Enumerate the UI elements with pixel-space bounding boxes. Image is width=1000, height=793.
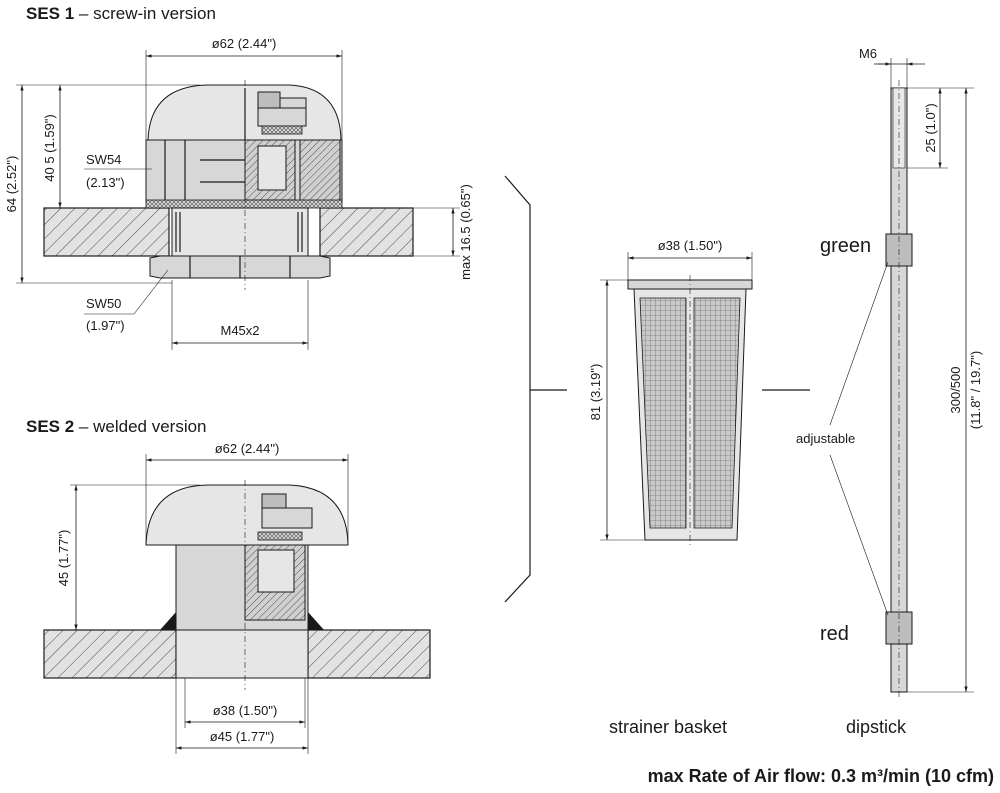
ses2-title-rest: – welded version [74, 417, 206, 436]
strainer-caption: strainer basket [609, 717, 727, 737]
ses2-weld-left [160, 612, 176, 630]
strainer-mesh-right [693, 297, 741, 529]
ses2-weld-right [308, 612, 324, 630]
strainer-drawing: ø38 (1.50") 81 (3.19") strainer basket [588, 238, 753, 737]
ses1-tank-wall-right [319, 207, 414, 257]
dipstick-caption: dipstick [846, 717, 907, 737]
ses2-neck [175, 629, 309, 679]
ses2-drawing: SES 2 – welded version ø62 (2.44") 45 (1… [26, 417, 431, 754]
ses1-thread [171, 207, 309, 257]
ses1-title: SES 1 – screw-in version [26, 4, 216, 23]
dipstick-dim-length-inch: (11.8" / 19.7") [968, 351, 983, 429]
ses2-dim-diameter: ø62 (2.44") [215, 441, 280, 456]
dipstick-dim-thread: M6 [859, 46, 877, 61]
strainer-mesh-left [639, 297, 687, 529]
ses1-drawing: SES 1 – screw-in version ø62 (2.44") [4, 4, 473, 350]
ses1-title-rest: – screw-in version [74, 4, 216, 23]
ses1-sw50-inch: (1.97") [86, 318, 125, 333]
dipstick-label-green: green [820, 235, 871, 257]
accessory-brace [504, 175, 810, 603]
ses1-tank-wall-left [43, 207, 170, 257]
ses2-dim-inner: ø38 (1.50") [213, 703, 278, 718]
ses2-tank-wall-left [43, 629, 177, 679]
ses2-dim-outer: ø45 (1.77") [210, 729, 275, 744]
ses1-dim-height-total: 64 (2.52") [4, 156, 19, 213]
ses2-title: SES 2 – welded version [26, 417, 207, 436]
ses1-title-bold: SES 1 [26, 4, 74, 23]
strainer-dim-diameter: ø38 (1.50") [658, 238, 723, 253]
ses2-cap [145, 484, 349, 546]
ses2-dim-height: 45 (1.77") [56, 530, 71, 587]
ses1-dim-wall: max 16.5 (0.65") [458, 184, 473, 280]
ses1-sw54-label: SW54 [86, 152, 121, 167]
dipstick-label-adjustable: adjustable [796, 431, 855, 446]
ses1-dim-diameter: ø62 (2.44") [212, 36, 277, 51]
ses1-sw54-inch: (2.13") [86, 175, 125, 190]
ses1-dim-height-upper: 40 5 (1.59") [42, 114, 57, 182]
dipstick-drawing: M6 25 (1.0") 300/500 (11.8" / 19.7") gre… [796, 46, 983, 737]
ses2-title-bold: SES 2 [26, 417, 74, 436]
dipstick-label-red: red [820, 623, 849, 645]
dipstick-dim-top: 25 (1.0") [923, 103, 938, 152]
dipstick-dim-length: 300/500 [948, 367, 963, 414]
ses1-sw50-label: SW50 [86, 296, 121, 311]
airflow-note: max Rate of Air flow: 0.3 m³/min (10 cfm… [648, 766, 994, 786]
ses2-tank-wall-right [307, 629, 431, 679]
strainer-dim-height: 81 (3.19") [588, 364, 603, 421]
ses1-dim-thread: M45x2 [220, 323, 259, 338]
